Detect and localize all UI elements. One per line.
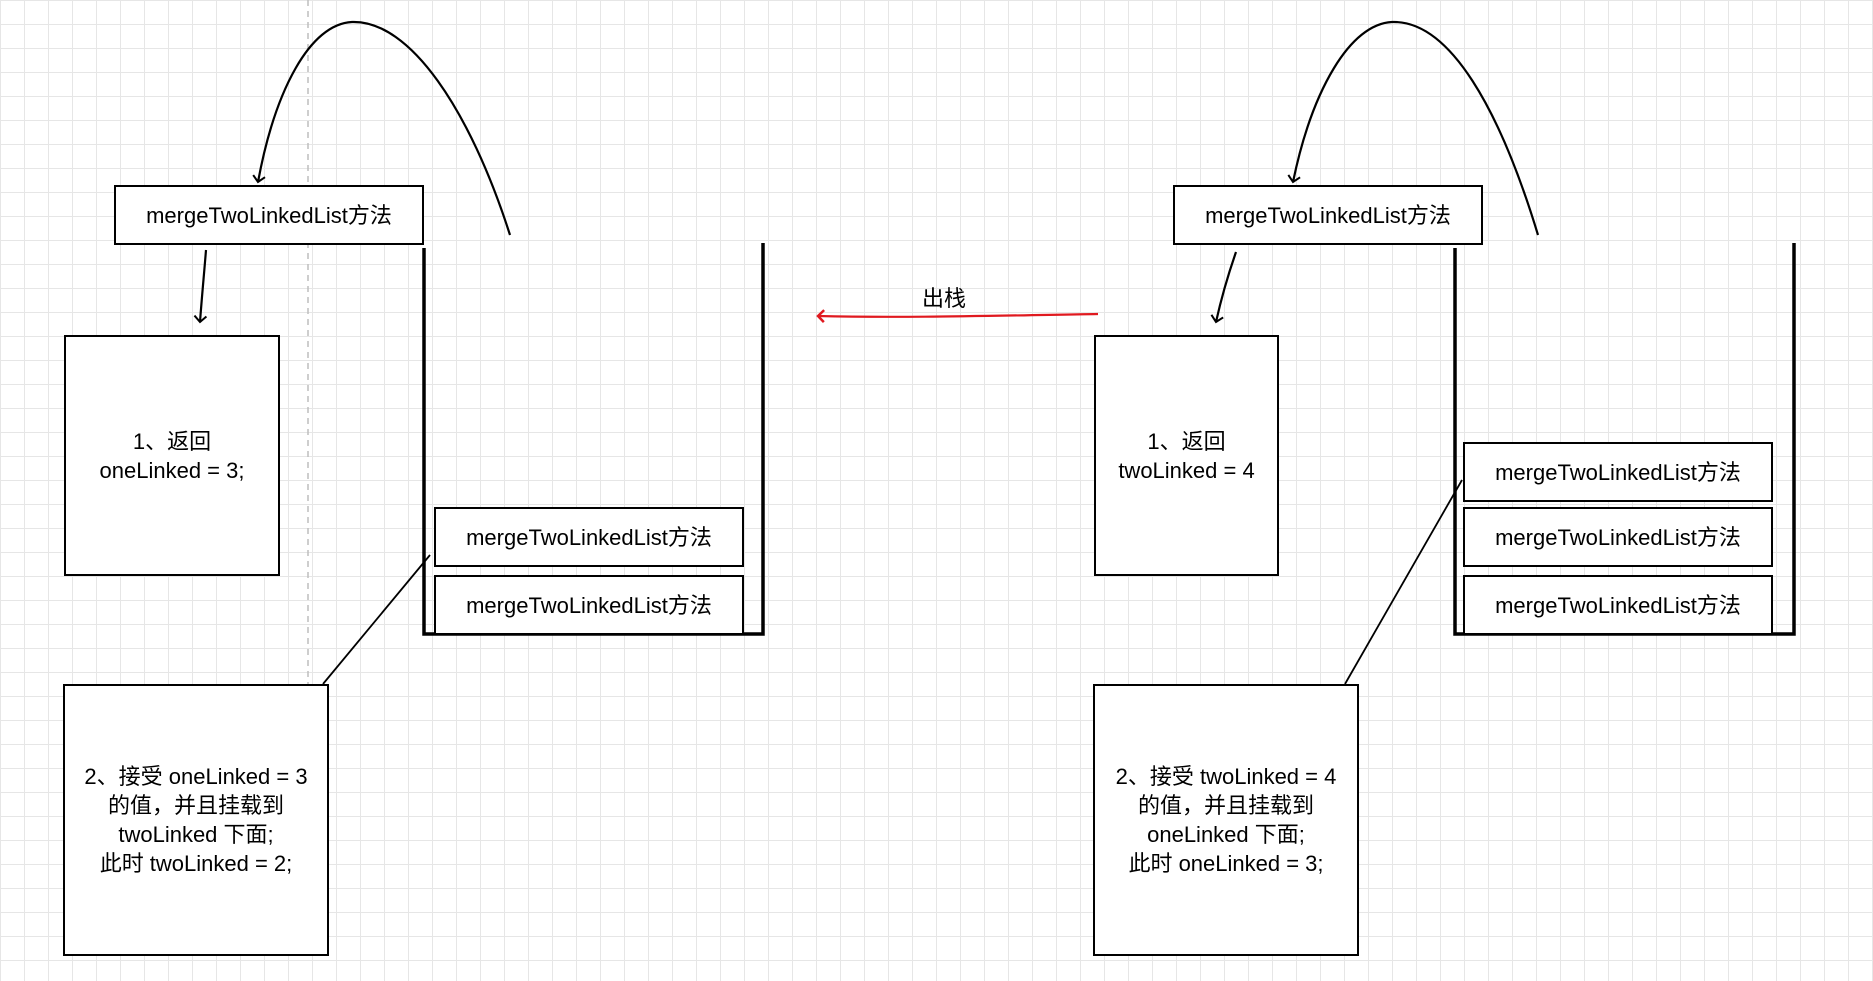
left-down-arrow [193, 249, 208, 324]
right-stack-item-label: mergeTwoLinkedList方法 [1495, 459, 1741, 485]
right-stack-item: mergeTwoLinkedList方法 [1463, 575, 1773, 635]
right-stack-item-label: mergeTwoLinkedList方法 [1495, 524, 1741, 550]
left-method-box: mergeTwoLinkedList方法 [114, 185, 424, 245]
right-down-arrow [1210, 251, 1238, 324]
left-loop-arrow [252, 20, 512, 236]
left-stack-item-label: mergeTwoLinkedList方法 [466, 524, 712, 550]
left-step1-box: 1、返回 oneLinked = 3; [64, 335, 280, 576]
right-step2-text: 2、接受 twoLinked = 4 的值，并且挂载到 oneLinked 下面… [1115, 764, 1337, 876]
left-step1-text: 1、返回 oneLinked = 3; [99, 428, 245, 483]
left-stack-item-label: mergeTwoLinkedList方法 [466, 592, 712, 618]
right-connector-line [1344, 479, 1463, 685]
right-stack-item-label: mergeTwoLinkedList方法 [1495, 592, 1741, 618]
right-step1-text: 1、返回 twoLinked = 4 [1118, 428, 1255, 483]
left-stack-item: mergeTwoLinkedList方法 [434, 575, 744, 635]
right-loop-arrow [1287, 20, 1540, 236]
right-step2-box: 2、接受 twoLinked = 4 的值，并且挂载到 oneLinked 下面… [1093, 684, 1359, 956]
right-step1-box: 1、返回 twoLinked = 4 [1094, 335, 1279, 576]
left-stack-item: mergeTwoLinkedList方法 [434, 507, 744, 567]
right-method-box: mergeTwoLinkedList方法 [1173, 185, 1483, 245]
pop-arrow [816, 309, 1099, 324]
left-step2-text: 2、接受 oneLinked = 3 的值，并且挂载到 twoLinked 下面… [84, 764, 308, 876]
pop-arrow-label: 出栈 [922, 286, 967, 311]
right-method-label: mergeTwoLinkedList方法 [1205, 202, 1451, 228]
left-connector-line [322, 554, 431, 685]
left-method-label: mergeTwoLinkedList方法 [146, 202, 392, 228]
right-stack-item: mergeTwoLinkedList方法 [1463, 442, 1773, 502]
left-step2-box: 2、接受 oneLinked = 3 的值，并且挂载到 twoLinked 下面… [63, 684, 329, 956]
right-stack-item: mergeTwoLinkedList方法 [1463, 507, 1773, 567]
